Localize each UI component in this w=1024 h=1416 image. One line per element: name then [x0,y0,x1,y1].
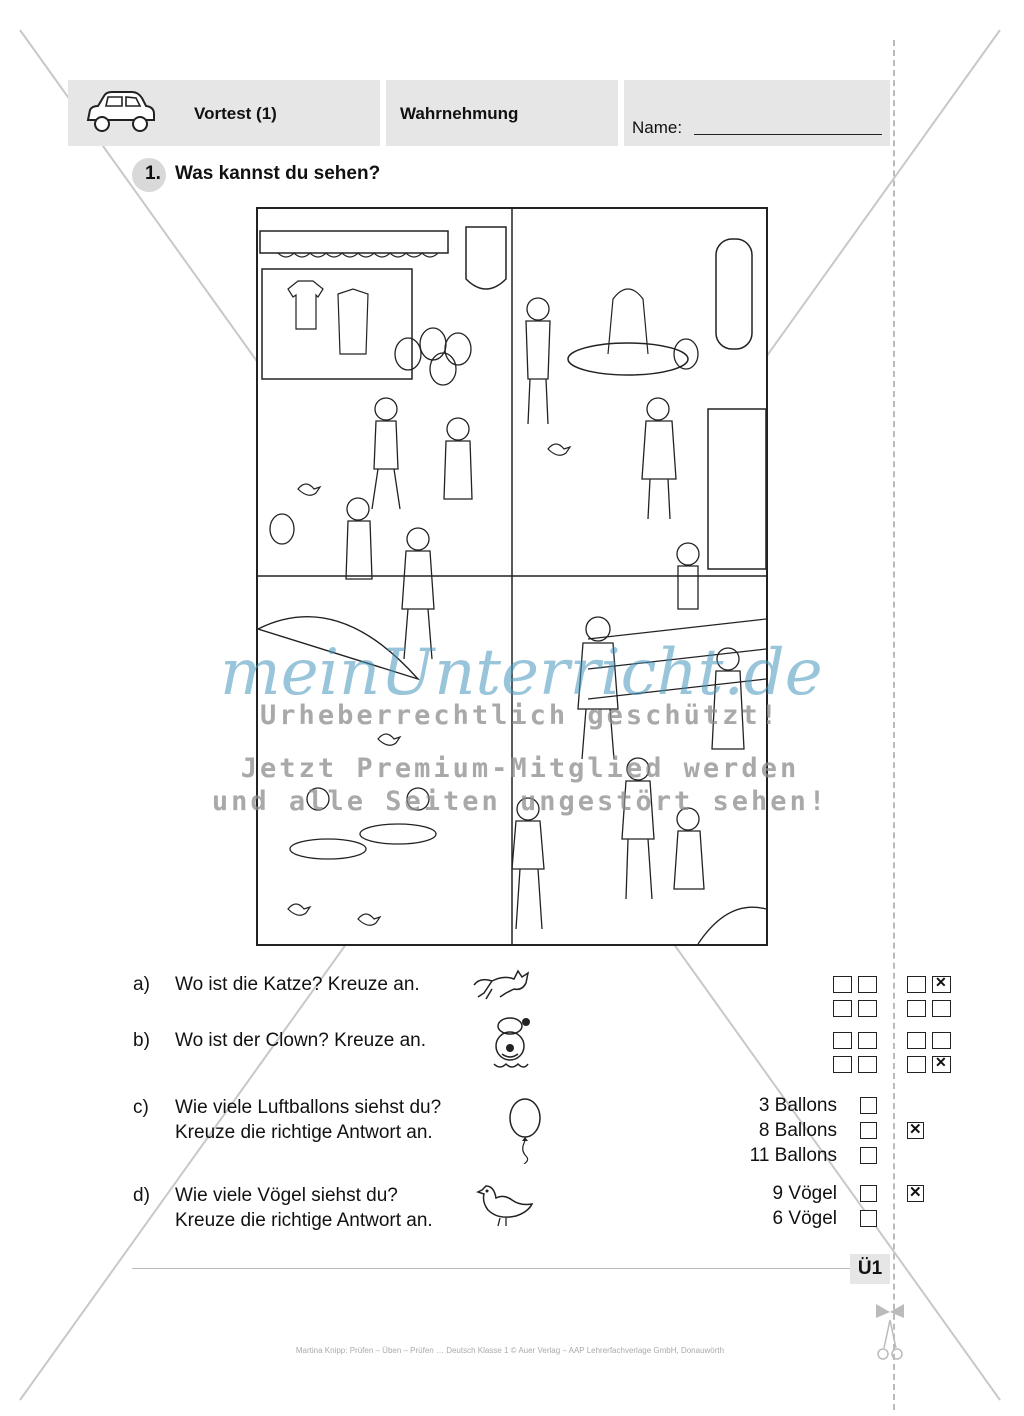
option-d-2: 6 Vögel [772,1208,837,1229]
test-label: Vortest (1) [194,104,277,123]
name-field[interactable] [694,134,882,135]
task-number: 1. [145,163,161,184]
balloon-icon [509,1098,541,1164]
checkbox-c-1[interactable] [860,1097,877,1114]
option-c-3: 11 Ballons [749,1145,837,1166]
solution-grid-a [907,974,951,1018]
solution-b-cell-2 [932,1032,951,1049]
solution-checkbox-c [907,1120,924,1139]
task-title: Was kannst du sehen? [175,163,381,184]
solution-a-cell-2 [932,974,951,993]
subject-label: Wahrnehmung [400,104,519,123]
worksheet-header: Vortest (1) Wahrnehmung Name: [68,80,890,146]
answer-grid-b[interactable] [833,1032,877,1074]
watermark-line1: Urheberrechtlich geschützt! [260,700,780,731]
watermark-line2: Jetzt Premium-Mitglied werden [240,753,800,784]
question-d-line2: Kreuze die richtige Antwort an. [175,1210,433,1231]
street-scene-drawing [256,209,767,945]
option-c-1: 3 Ballons [758,1095,837,1116]
bottom-rule [132,1268,850,1269]
cut-line [893,40,895,1410]
answer-b-cell-4[interactable] [858,1056,877,1073]
question-c-line2: Kreuze die richtige Antwort an. [175,1122,433,1143]
solution-b-cell-4 [932,1054,951,1073]
watermark-brand: meinUnterricht.de [220,636,823,710]
answer-b-cell-2[interactable] [858,1032,877,1049]
solution-a-cell-1 [907,976,926,993]
page-badge: Ü1 [850,1254,890,1284]
option-d-1: 9 Vögel [772,1183,837,1204]
question-c-label: c) [133,1097,149,1118]
cat-icon [473,969,530,1000]
option-c-2: 8 Ballons [758,1120,837,1141]
question-b-text: Wo ist der Clown? Kreuze an. [175,1030,426,1051]
question-c-line1: Wie viele Luftballons siehst du? [175,1097,442,1118]
answer-a-cell-2[interactable] [858,976,877,993]
checkbox-d-2[interactable] [860,1210,877,1227]
question-b-label: b) [133,1030,150,1051]
checkbox-c-2[interactable] [860,1122,877,1139]
question-a-text: Wo ist die Katze? Kreuze an. [175,974,420,995]
watermark-line3: und alle Seiten ungestört sehen! [211,786,829,817]
answer-b-cell-1[interactable] [833,1032,852,1049]
car-icon [86,91,155,132]
solution-checkbox-d [907,1183,924,1202]
scissors-icon [876,1304,904,1360]
checkbox-d-1[interactable] [860,1185,877,1202]
header-cell-subject [386,80,618,146]
answer-b-cell-3[interactable] [833,1056,852,1073]
question-d-label: d) [133,1185,150,1206]
answer-a-cell-3[interactable] [833,1000,852,1017]
checkbox-c-3[interactable] [860,1147,877,1164]
footer-copyright: Martina Knipp: Prüfen – Üben – Prüfen … … [295,1346,725,1355]
question-a-label: a) [133,974,150,995]
solution-b-cell-3 [907,1056,926,1073]
answer-a-cell-4[interactable] [858,1000,877,1017]
answer-a-cell-1[interactable] [833,976,852,993]
solution-b-cell-1 [907,1032,926,1049]
name-label: Name: [632,118,683,137]
task-number-circle [132,158,166,192]
solution-a-cell-3 [907,1000,926,1017]
question-d-line1: Wie viele Vögel siehst du? [175,1185,398,1206]
header-cell-name [624,80,890,146]
solution-a-cell-4 [932,1000,951,1017]
answer-grid-a[interactable] [833,976,877,1018]
bird-icon [476,1185,534,1227]
solution-grid-b [907,1032,951,1074]
hidden-picture-illustration [256,207,768,946]
clown-icon [493,1017,530,1068]
